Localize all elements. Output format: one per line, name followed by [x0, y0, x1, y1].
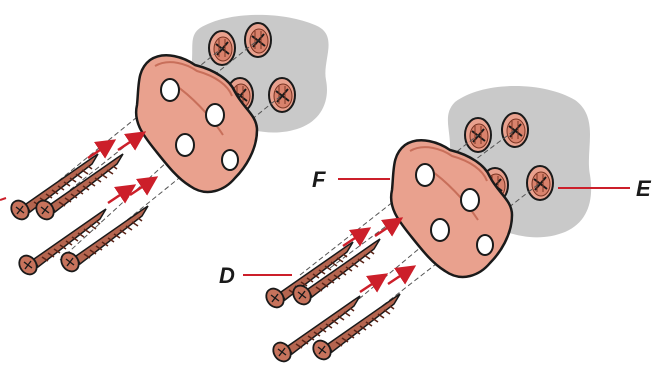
callout-d: D [219, 263, 235, 288]
insert-arrows-right [342, 217, 417, 294]
insert-arrows-left [87, 131, 159, 205]
callout-f: F [312, 167, 326, 192]
leader-line-partial [0, 197, 7, 201]
screws-left [6, 153, 149, 279]
left-assembly [0, 14, 329, 279]
callout-e: E [636, 176, 652, 201]
screws-right [261, 238, 401, 366]
right-assembly: F E D [219, 86, 652, 366]
